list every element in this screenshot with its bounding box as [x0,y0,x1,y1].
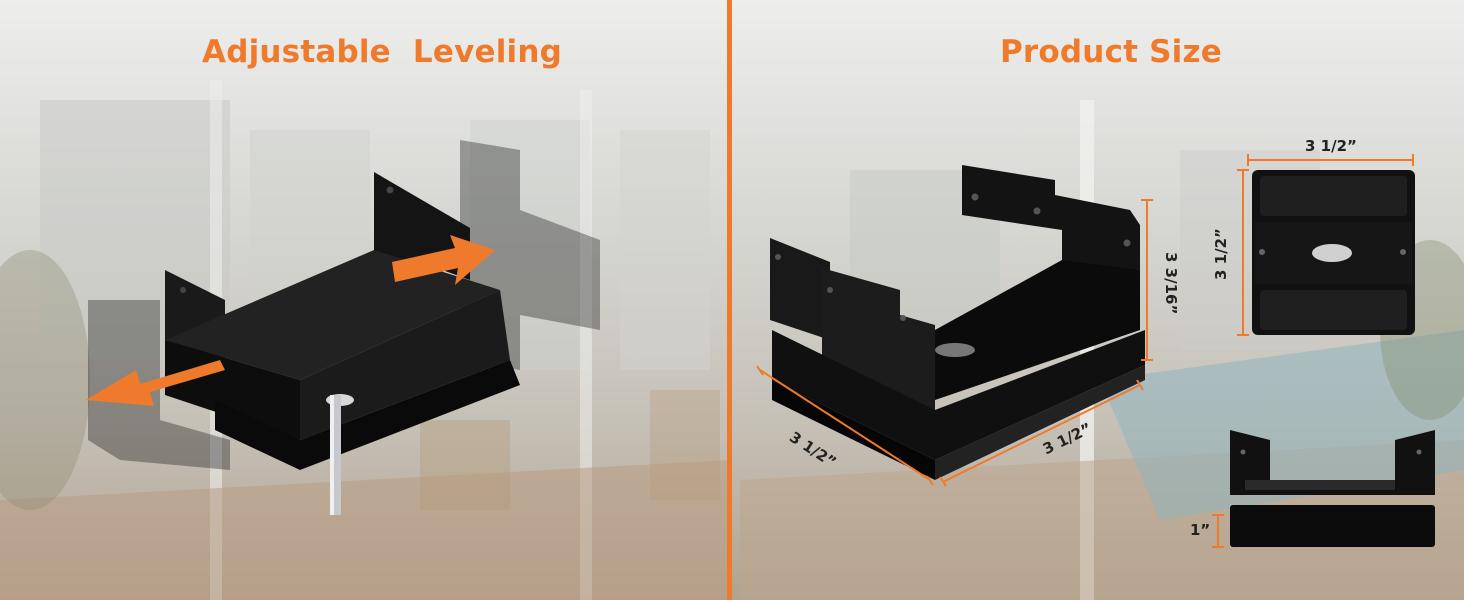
anchor-bolt [330,395,341,515]
dimension-top-width: 3 1/2” [1305,137,1357,155]
dimension-top-depth: 3 1/2” [1212,228,1230,280]
dimension-height-side: 3 3/16” [1162,252,1180,315]
right-panel-title: Product Size [1000,34,1222,70]
side-view-bracket [1230,430,1435,547]
top-view-bracket [1252,170,1415,335]
left-panel-title: Adjustable Leveling [202,34,563,70]
dimension-base-height: 1” [1190,521,1211,539]
arrow-right-icon [392,235,495,285]
main-bracket [770,165,1145,480]
dimension-lines [756,154,1414,548]
panel-divider [727,0,732,600]
arrow-left-icon [86,360,225,406]
